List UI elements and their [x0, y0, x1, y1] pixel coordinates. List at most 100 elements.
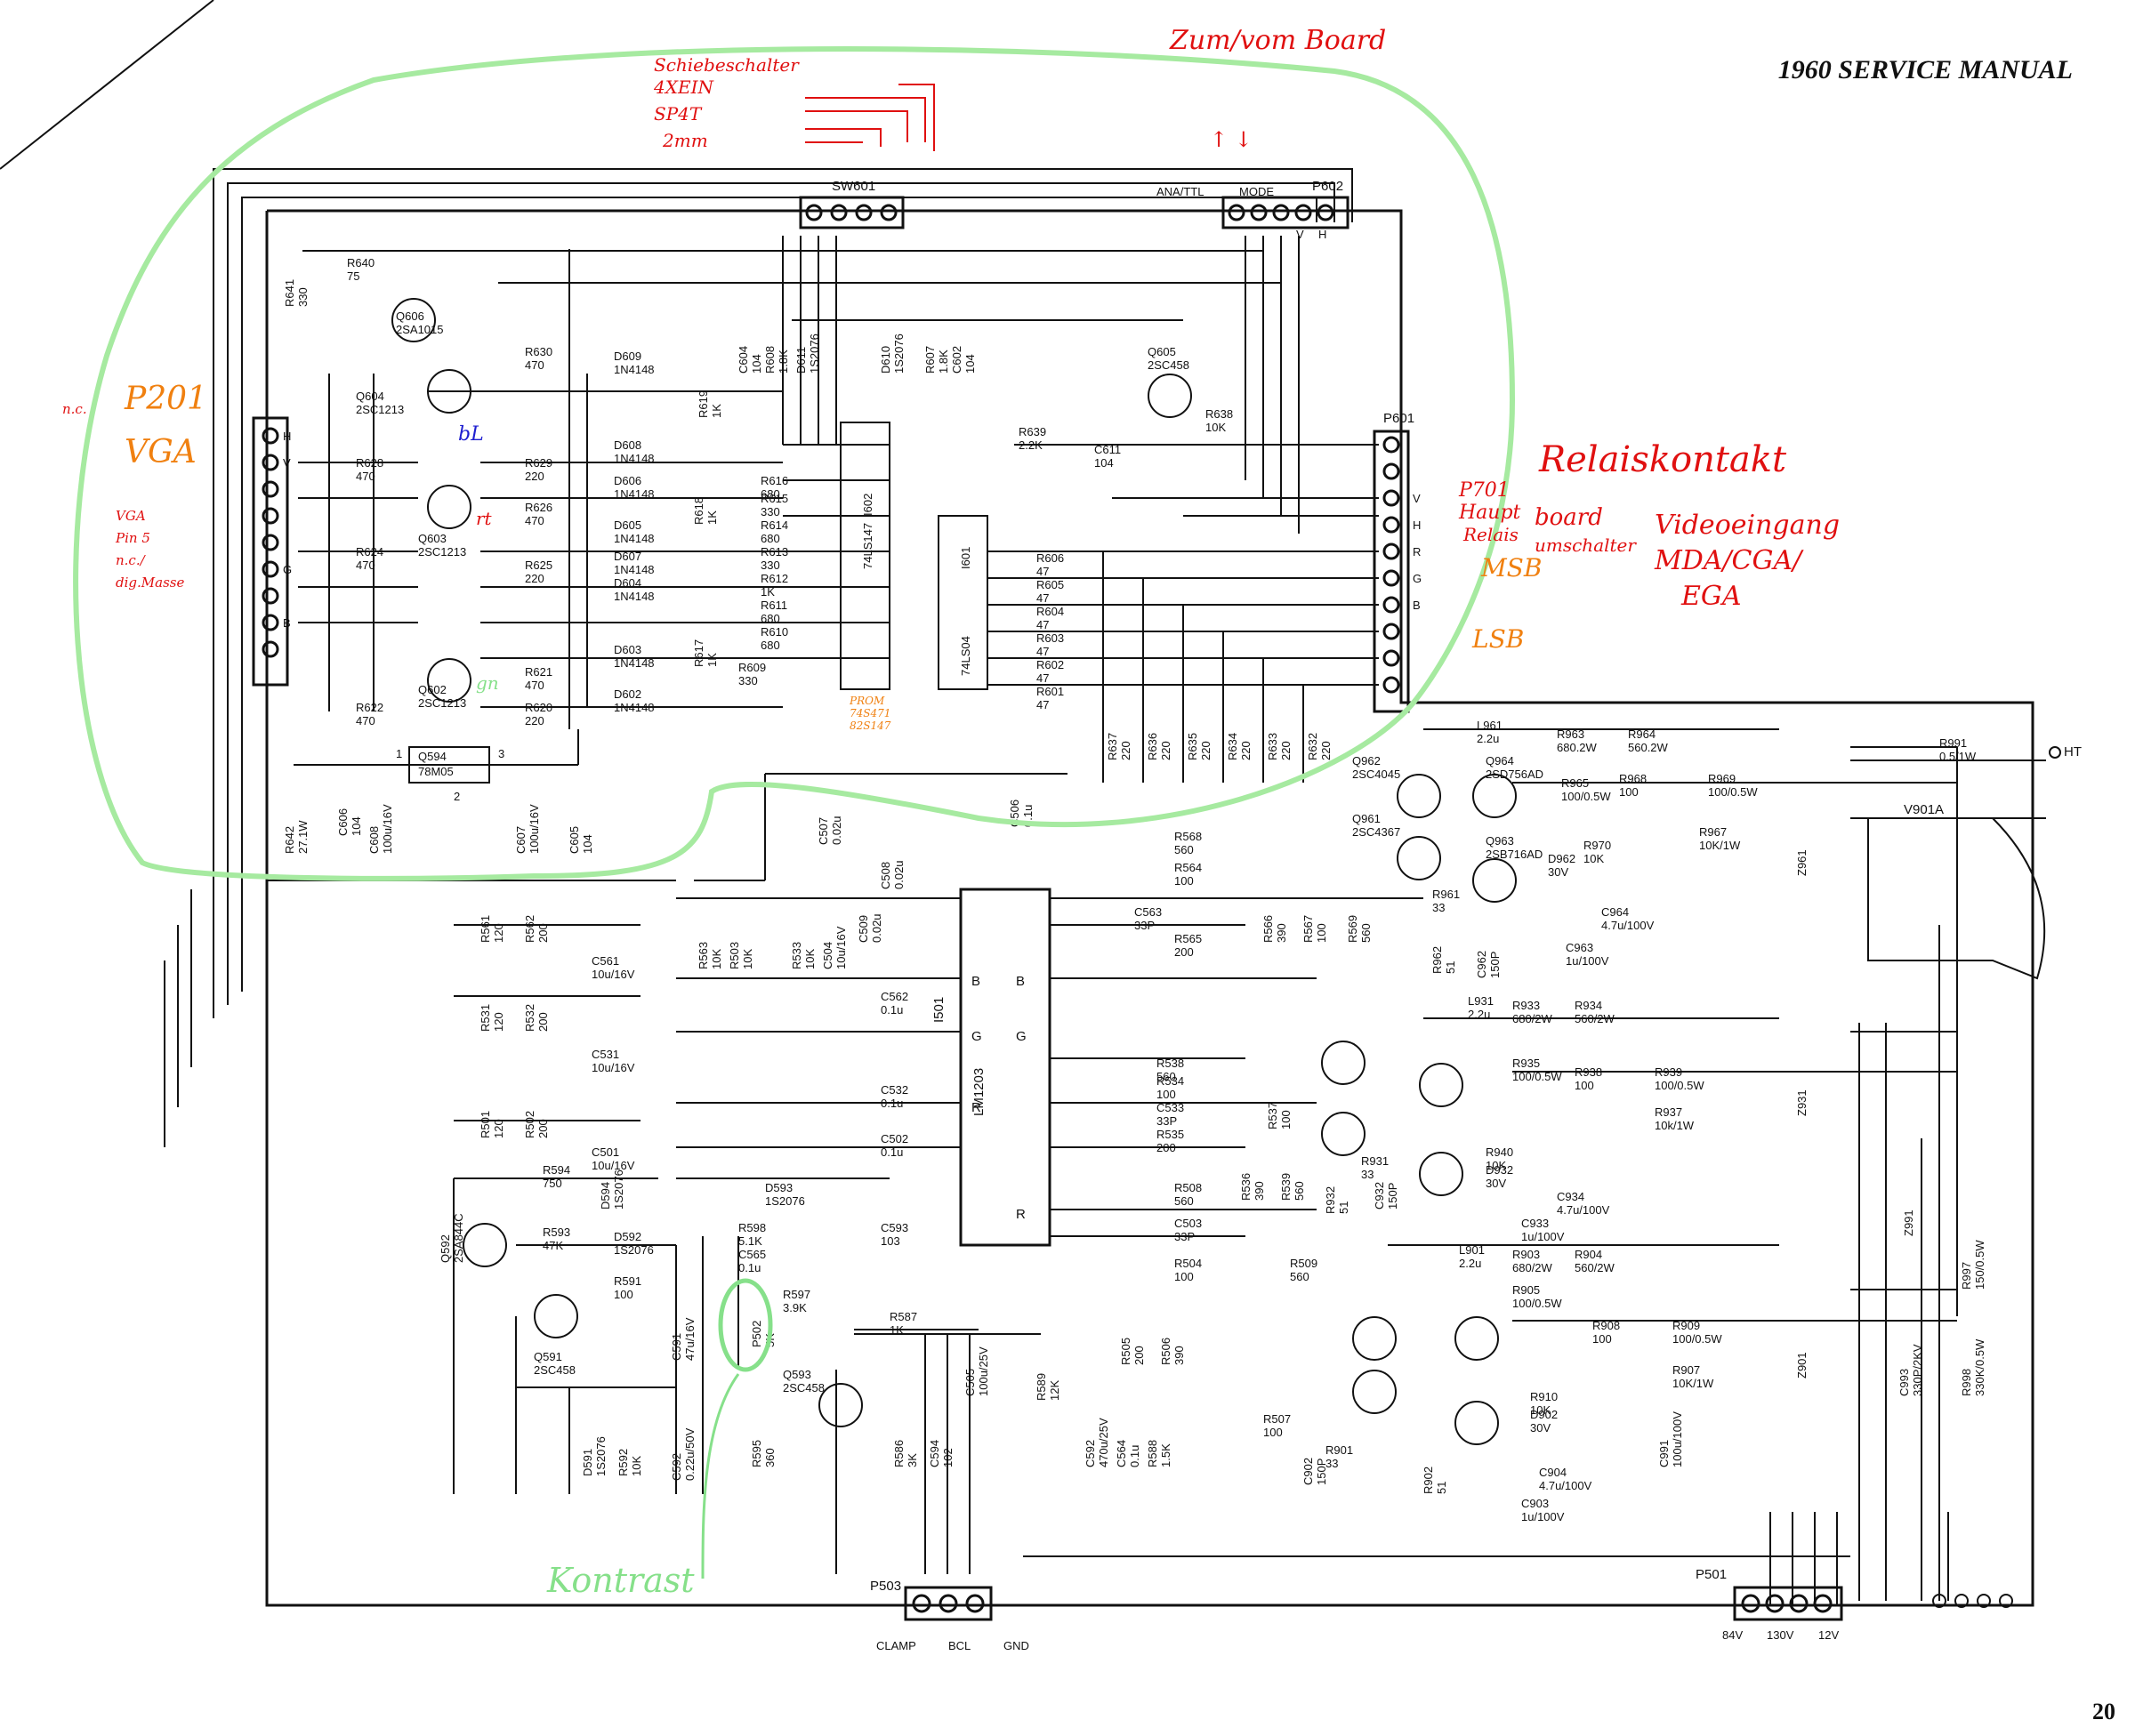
component-value: 104 [350, 816, 363, 836]
component-ref: R938 [1575, 1065, 1602, 1079]
component-ref: R501 [479, 1111, 492, 1138]
annotation-board: board [1535, 504, 1603, 531]
component-ref: R901 [1325, 1443, 1353, 1457]
component-value: 150P [1488, 952, 1502, 978]
component-ref: R611 [761, 599, 787, 612]
component-value: 1S2076 [614, 1243, 654, 1257]
v901-label: V901A [1904, 802, 1944, 817]
component-value: 0.5/1W [1939, 750, 1977, 763]
connector-sw601: SW601 [799, 179, 905, 229]
p601-pin-h: H [1413, 518, 1421, 532]
annotation-prom: PROM [849, 695, 885, 707]
component-ref: R566 [1261, 915, 1275, 943]
component-ref: R569 [1346, 915, 1359, 943]
component-ref: R503 [728, 942, 741, 969]
component-value: 10u/16V [834, 926, 848, 969]
component-value: 4.7u/100V [1557, 1203, 1610, 1217]
component-ref: Q606 [396, 309, 424, 323]
component-ref: C602 [950, 346, 963, 374]
component-value: 330P/2KV [1911, 1344, 1924, 1396]
component-ref: R620 [525, 701, 552, 714]
component-value: 100u/100V [1671, 1411, 1684, 1467]
component-ref: R561 [479, 915, 492, 943]
component-value: 100 [1279, 1110, 1293, 1129]
ic-i601: I601 74LS04 [938, 515, 988, 690]
component-value: 220 [1159, 741, 1172, 760]
component-ref: R602 [1036, 658, 1064, 671]
component-value: 2SC4367 [1352, 825, 1400, 839]
component-value: 150P [1386, 1183, 1399, 1210]
i501-out-b: B [1016, 974, 1025, 989]
component-ref: R592 [616, 1449, 630, 1476]
i501-out-r: R [1016, 1207, 1026, 1222]
connector-p601: P601 V H R G B [1373, 411, 1422, 713]
component-value: 1u/100V [1521, 1230, 1565, 1243]
terminals [1932, 1594, 2013, 1608]
annotation-haupt: Haupt [1458, 502, 1521, 524]
component-value: 47 [1036, 698, 1049, 711]
annotation-kontrast-arrow [701, 1373, 740, 1579]
connector-p503: P503 CLAMP BCL GND [870, 1579, 1029, 1652]
component-value: 560.2W [1628, 741, 1669, 754]
component-value: 100u/16V [528, 804, 541, 854]
component-value: 30V [1530, 1421, 1551, 1435]
component-value: 1.8K [937, 350, 950, 374]
component-value: 2SA844C [452, 1213, 465, 1263]
component-value: 2SC1213 [418, 545, 466, 559]
component-value: 2.2u [1468, 1008, 1490, 1021]
component-value: 220 [1119, 741, 1132, 760]
p503-gnd: GND [1003, 1639, 1029, 1652]
component-ref: D593 [765, 1181, 793, 1194]
component-ref: R638 [1205, 407, 1233, 421]
component-value: 10K [1486, 1159, 1506, 1172]
component-ref: R636 [1146, 733, 1159, 760]
component-value: 100 [1575, 1079, 1594, 1092]
component-value: 0.02u [830, 816, 843, 845]
component-value: 33 [1325, 1457, 1338, 1470]
p602-label: P602 [1312, 179, 1343, 194]
component-value: 470 [525, 358, 544, 372]
component-value: 390 [1172, 1346, 1186, 1365]
annotation-bottom-mark: ‿ [932, 1719, 952, 1736]
component-value: 1K [761, 585, 775, 599]
p501-12v: 12V [1818, 1628, 1839, 1642]
component-ref: R933 [1512, 999, 1540, 1012]
component-value: 560 [1290, 1270, 1309, 1283]
annotation-82s147: 82S147 [850, 719, 891, 732]
component-ref: R940 [1486, 1145, 1513, 1159]
sw601-label: SW601 [832, 179, 875, 194]
